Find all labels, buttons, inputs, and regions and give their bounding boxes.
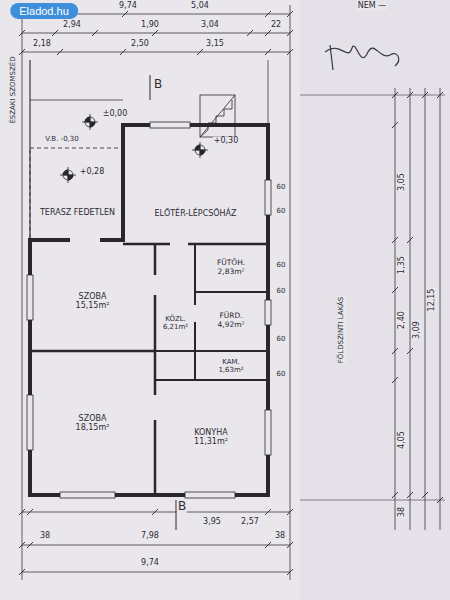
- dimension-label: 60: [276, 336, 287, 344]
- section-mark: B: [153, 78, 163, 91]
- dimension-label: 1,90: [140, 21, 160, 30]
- room-name: TERASZ FEDETLEN: [40, 208, 115, 217]
- room-area-value: 4,92m²: [217, 321, 244, 330]
- dimension-label: ÉSZAKI SZOMSZÉD: [10, 55, 18, 124]
- dimension-label: FÖLDSZINTI LAKÁS: [338, 296, 346, 364]
- room-area: KÖZL.6,21m²: [157, 300, 194, 346]
- dimension-label: 2,50: [130, 40, 150, 49]
- room-name: KÖZL.: [165, 315, 186, 323]
- dimension-label: 2,94: [62, 21, 82, 30]
- door-openings: [70, 240, 195, 420]
- dimension-label: 22: [270, 21, 282, 30]
- dimension-label: 38: [274, 532, 286, 541]
- plot-boundary: [30, 60, 268, 240]
- room-area-value: 1,63m²: [218, 366, 243, 374]
- room-area: KONYHA11,31m²: [158, 384, 264, 490]
- dimension-label: 2,40: [398, 310, 407, 330]
- dimension-label: 60: [276, 371, 287, 379]
- dimension-label: 3,05: [398, 172, 407, 192]
- section-mark: B: [177, 500, 187, 513]
- room-area: ELŐTÉR-LÉPCSŐHÁZ: [128, 188, 263, 240]
- dimension-label: 3,95: [202, 518, 222, 527]
- room-area: FÜRD.4,92m²: [197, 295, 265, 347]
- room-area: FÜTŐH.2,83m²: [197, 248, 265, 288]
- room-name: ELŐTÉR-LÉPCSŐHÁZ: [154, 209, 236, 218]
- room-area: KAM.1,63m²: [197, 354, 265, 378]
- dimension-lines: [22, 5, 445, 580]
- room-name: SZOBA: [79, 414, 107, 423]
- room-name: SZOBA: [79, 292, 107, 301]
- room-area: SZOBA15,15m²: [35, 256, 150, 346]
- dimension-label: 60: [276, 262, 287, 270]
- room-area-value: 15,15m²: [76, 301, 110, 310]
- room-area-value: 6,21m²: [163, 323, 188, 331]
- dimension-label: NEM —: [357, 2, 387, 11]
- section-marks: [150, 75, 176, 530]
- room-area-value: 18,15m²: [76, 423, 110, 432]
- level-markers: [60, 114, 208, 183]
- dimension-label: 38: [398, 506, 407, 518]
- room-area-value: 2,83m²: [217, 268, 244, 277]
- dimension-label: 2,18: [32, 40, 52, 49]
- dimension-label: 60: [276, 208, 287, 216]
- dimension-label: 60: [276, 288, 287, 296]
- dimension-label: 5,04: [190, 2, 210, 11]
- watermark: Eladod.hu: [10, 3, 78, 19]
- signature: [325, 45, 399, 70]
- room-area: SZOBA18,15m²: [35, 356, 150, 490]
- dimension-label: ±0,00: [102, 110, 129, 119]
- dimension-label: 60: [276, 184, 287, 192]
- room-name: FÜTŐH.: [217, 259, 245, 268]
- paper-shade: [300, 0, 450, 600]
- dimension-label: 9,74: [118, 2, 138, 11]
- windows: [27, 122, 271, 498]
- room-name: KAM.: [222, 358, 240, 366]
- room-name: FÜRD.: [219, 312, 242, 321]
- walls: [30, 125, 268, 495]
- room-area-value: 11,31m²: [194, 437, 228, 446]
- dimension-label: 1,35: [398, 255, 407, 275]
- dimension-label: 2,57: [240, 518, 260, 527]
- dimension-label: 3,09: [413, 320, 422, 340]
- dimension-label: 9,74: [140, 559, 160, 568]
- dimension-label: 3,15: [205, 40, 225, 49]
- dimension-label: 3,04: [200, 21, 220, 30]
- dimension-ticks: [19, 11, 443, 575]
- dimension-label: 12,15: [428, 288, 437, 313]
- dimension-label: +0,30: [213, 137, 240, 146]
- dimension-label: 7,98: [140, 532, 160, 541]
- room-name: KONYHA: [194, 428, 227, 437]
- dimension-label: +0,28: [79, 168, 106, 177]
- dimension-label: 38: [39, 532, 51, 541]
- staircase: [200, 95, 235, 137]
- dimension-label: 4,05: [398, 430, 407, 450]
- dimension-label: V.B. -0,30: [44, 136, 79, 144]
- room-area: TERASZ FEDETLEN: [35, 190, 120, 235]
